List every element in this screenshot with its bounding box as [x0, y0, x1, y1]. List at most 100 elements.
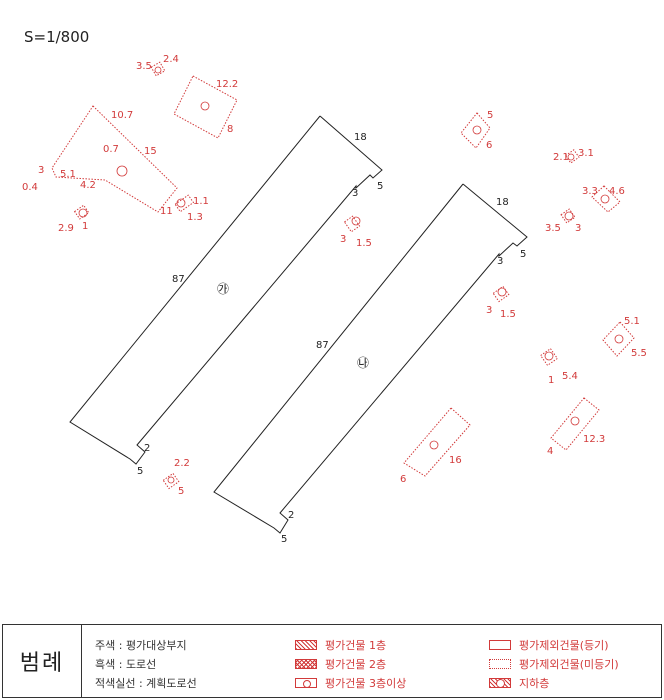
b7-dim-b: 6: [486, 140, 492, 151]
red-marker-15: [429, 440, 439, 450]
red-building-8: [564, 149, 580, 164]
building-a-mark: ㉮: [217, 282, 229, 296]
legend-box: 범례 주색 : 평가대상부지 흑색 : 도로선 적색실선 : 계획도로선 평가건…: [2, 624, 662, 698]
b14-dim-b: 12.3: [583, 434, 605, 445]
b13-dim-b: 5.4: [562, 371, 578, 382]
b7-dim-a: 5: [487, 110, 493, 121]
b10-dim-b: 3: [575, 223, 581, 234]
building-a-dim-notch-h: 5: [377, 181, 383, 192]
red-building-3: [51, 105, 178, 213]
building-a-dim-btm-h: 5: [137, 466, 143, 477]
red-building-5: [73, 204, 90, 220]
red-marker-10: [564, 211, 574, 221]
b6-dim-a: 3: [340, 234, 346, 245]
b1-dim-a: 3.5: [136, 61, 152, 72]
building-b-dim-notch-w: 3: [497, 256, 503, 267]
red-marker-11: [497, 287, 507, 297]
b12-dim-a: 5.1: [624, 316, 640, 327]
b2-dim-b: 8: [227, 124, 233, 135]
b11-dim-b: 1.5: [500, 309, 516, 320]
red-marker-3: [116, 165, 128, 177]
b15-dim-b: 16: [449, 455, 462, 466]
b9-dim-b: 4.6: [609, 186, 625, 197]
red-marker-9: [600, 194, 610, 204]
legend-col2-row3: 평가건물 3층이상: [325, 677, 407, 690]
building-b-dim-long: 87: [316, 340, 329, 351]
building-a: [69, 115, 383, 465]
b11-dim-a: 3: [486, 305, 492, 316]
red-building-14: [550, 397, 600, 451]
b3-dim-b: 0.7: [103, 144, 119, 155]
legend-col2-row1: 평가건물 1층: [325, 639, 387, 652]
b4-dim-b: 1.3: [187, 212, 203, 223]
red-marker-6: [351, 216, 361, 226]
legend-swatch-basement: [489, 678, 511, 688]
red-marker-8: [567, 153, 575, 161]
red-marker-14: [570, 416, 580, 426]
b3-dim-d: 3: [38, 165, 44, 176]
red-marker-1: [154, 66, 162, 74]
b6-dim-b: 1.5: [356, 238, 372, 249]
legend-col3-row1: 평가제외건물(등기): [519, 639, 609, 652]
legend-swatch-floor1: [295, 640, 317, 650]
red-marker-12: [614, 334, 624, 344]
b12-dim-b: 5.5: [631, 348, 647, 359]
legend-col2-row2: 평가건물 2층: [325, 658, 387, 671]
legend-col1-row1: 주색 : 평가대상부지: [95, 639, 187, 652]
red-marker-5: [78, 208, 88, 218]
legend-swatch-floor2: [295, 659, 317, 669]
b14-dim-a: 4: [547, 446, 553, 457]
building-b-dim-btm-w: 2: [288, 510, 294, 521]
building-a-dim-long: 87: [172, 274, 185, 285]
legend-title: 범례: [3, 625, 82, 697]
red-marker-13: [544, 351, 554, 361]
red-building-9: [591, 185, 621, 213]
building-b-dim-btm-h: 5: [281, 534, 287, 545]
b3-dim-h: 11: [160, 206, 173, 217]
red-building-11: [492, 285, 510, 303]
b5-dim-a: 2.9: [58, 223, 74, 234]
red-building-12: [602, 321, 635, 357]
legend-col1-row3: 적색실선 : 계획도로선: [95, 677, 197, 690]
b8-dim-b: 3.1: [578, 148, 594, 159]
building-a-dim-top: 18: [354, 132, 367, 143]
b16-dim-b: 5: [178, 486, 184, 497]
b3-dim-c: 15: [144, 146, 157, 157]
red-building-1: [150, 61, 166, 77]
red-marker-7: [472, 125, 482, 135]
building-b-mark: ㉯: [357, 356, 369, 370]
red-building-13: [539, 347, 559, 367]
red-building-2: [173, 75, 238, 139]
building-b: [213, 183, 528, 534]
legend-col1-row2: 흑색 : 도로선: [95, 658, 157, 671]
legend-swatch-excluded-unregistered: [489, 659, 511, 669]
building-a-dim-notch-w: 3: [352, 188, 358, 199]
red-building-7: [460, 112, 491, 149]
legend-swatch-excluded-registered: [489, 640, 511, 650]
building-a-dim-btm-w: 2: [144, 443, 150, 454]
b3-dim-g: 4.2: [80, 180, 96, 191]
red-marker-16: [167, 476, 175, 484]
scale-label: S=1/800: [24, 28, 89, 46]
red-building-4: [174, 194, 195, 213]
b16-dim-a: 2.2: [174, 458, 190, 469]
red-marker-4: [176, 198, 186, 208]
b10-dim-a: 3.5: [545, 223, 561, 234]
building-b-dim-notch-h: 5: [520, 249, 526, 260]
b3-dim-f: 0.4: [22, 182, 38, 193]
red-building-6: [343, 215, 361, 233]
b15-dim-a: 6: [400, 474, 406, 485]
red-marker-2: [200, 101, 210, 111]
b3-dim-e: 5.1: [60, 169, 76, 180]
legend-col3-row3: 지하층: [519, 677, 550, 690]
b8-dim-a: 2.1: [553, 152, 569, 163]
red-building-15: [403, 407, 471, 477]
legend-swatch-floor3: [295, 678, 317, 688]
legend-col3-row2: 평가제외건물(미등기): [519, 658, 619, 671]
red-building-16: [162, 472, 180, 490]
b9-dim-a: 3.3: [582, 186, 598, 197]
b13-dim-a: 1: [548, 375, 554, 386]
b2-dim-a: 12.2: [216, 79, 238, 90]
building-b-dim-top: 18: [496, 197, 509, 208]
